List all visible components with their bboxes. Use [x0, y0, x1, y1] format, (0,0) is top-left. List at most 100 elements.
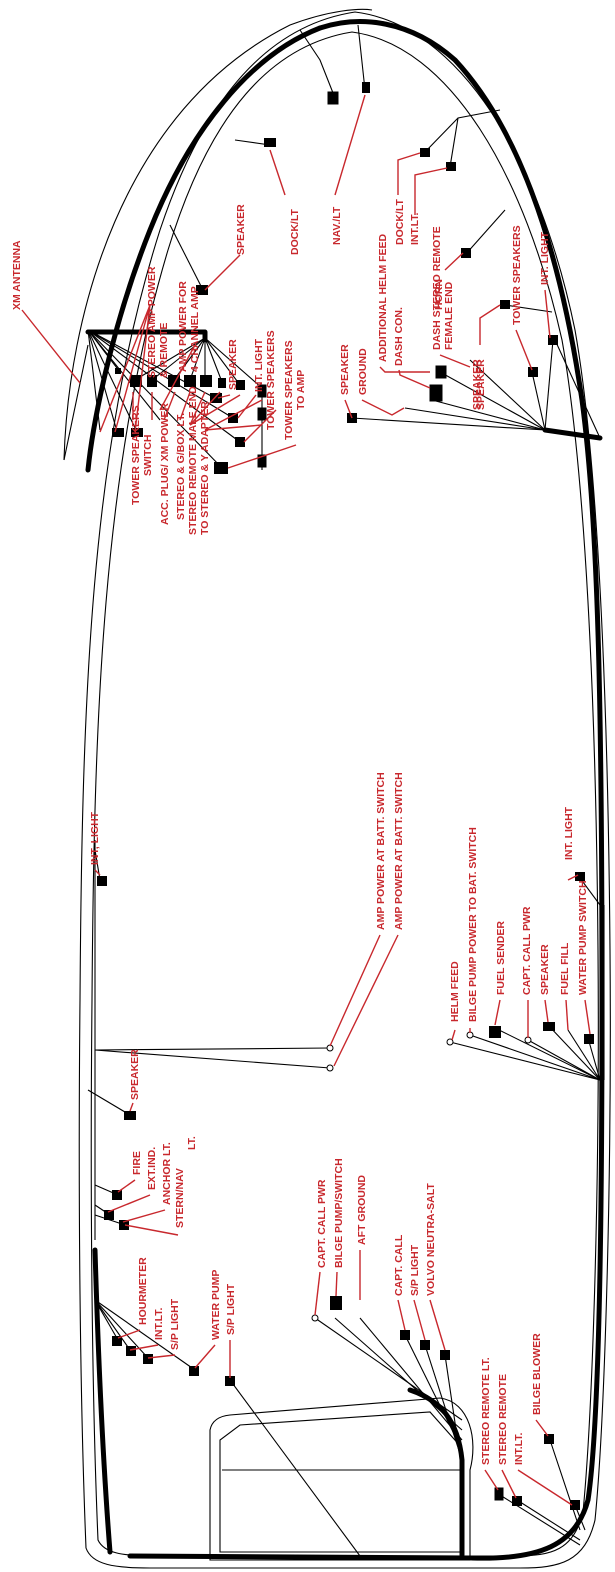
label-int-light: INT, LIGHT	[89, 811, 101, 865]
label-speaker: SPEAKER	[227, 339, 239, 390]
label-horn: HORN	[433, 279, 445, 310]
label-speaker: SPEAKER	[539, 944, 551, 995]
label-dash-stereo-remote: DASH STEREO REMOTE	[431, 226, 443, 350]
label-stereo-remote: STEREO REMOTE	[497, 1374, 509, 1465]
label-speaker: SPEAKER	[129, 1049, 141, 1100]
connector	[435, 365, 447, 379]
connector	[97, 876, 107, 886]
label-sp-light: S/P LIGHT	[409, 1244, 421, 1296]
label-xm-antenna: XM ANTENNA	[11, 240, 23, 310]
label-tower-speakers: TOWER SPEAKERS	[511, 225, 523, 325]
label-helm-feed: HELM FEED	[449, 961, 461, 1022]
label-capt-call: CAPT. CALL	[393, 1234, 405, 1296]
connector	[131, 428, 143, 437]
wires	[87, 24, 605, 1557]
connectors	[97, 82, 594, 1510]
label-tower-speakers-switch: TOWER SPEAKERS	[130, 405, 142, 505]
label-water-pump: WATER PUMP	[210, 1270, 222, 1340]
label-capt-call-pwr: CAPT. CALL PWR	[316, 1179, 328, 1268]
main-harness	[85, 19, 605, 1561]
connector	[184, 375, 196, 387]
label-speaker: SPEAKER	[339, 344, 351, 395]
label-bilge-blower: BILGE BLOWER	[531, 1333, 543, 1415]
connector	[124, 1111, 136, 1120]
label-volvo-neutra-salt: VOLVO NEUTRA-SALT	[425, 1183, 437, 1296]
connector	[446, 162, 456, 171]
label-fuel-sender: FUEL SENDER	[495, 921, 507, 995]
label-tower-speakers: TOWER SPEAKERS	[265, 330, 277, 430]
label-stereo-amp-power: STEREO AMP POWER	[146, 266, 158, 378]
label-anchor-lt: ANCHOR LT.	[161, 1142, 173, 1205]
label-hourmeter: HOURMETER	[137, 1257, 149, 1325]
connector	[543, 1022, 555, 1031]
connector	[119, 1220, 129, 1230]
label-switch: SWITCH	[142, 435, 154, 476]
connector	[548, 335, 558, 345]
connector	[115, 368, 121, 374]
label-water-pump-switch: WATER PUMP SWITCH	[577, 880, 589, 995]
connector	[420, 148, 430, 157]
connector	[489, 1026, 501, 1038]
label-capt-call-pwr: CAPT. CALL PWR	[521, 906, 533, 995]
connector	[575, 872, 585, 881]
connector	[257, 454, 267, 468]
connector	[512, 1496, 522, 1506]
connector	[126, 1346, 136, 1356]
label-ext-ind: EXT.IND.	[146, 1147, 158, 1190]
label-int-lt: INT.LT.	[409, 212, 421, 245]
label-int-light: INT. LIGHT	[253, 338, 265, 392]
connector	[143, 1354, 153, 1364]
label-stereo-remote-male: STEREO REMOTE MALE END	[187, 386, 199, 535]
label-int-lt: INT.LT.	[513, 1432, 525, 1465]
label-fuel-fill: FUEL FILL	[559, 942, 571, 995]
label-to-amp: TO AMP	[295, 370, 307, 410]
connector	[440, 1350, 450, 1360]
connector	[147, 375, 157, 387]
label-bilge-pump-power: BILGE PUMP POWER TO BAT. SWITCH	[467, 827, 479, 1022]
label-ground: GROUND	[357, 348, 369, 395]
connector	[500, 300, 510, 309]
label-aft-ground: AFT GROUND	[356, 1175, 368, 1245]
label-amp-power-batt: AMP POWER AT BATT. SWITCH	[375, 772, 387, 930]
connector	[362, 82, 370, 93]
connector	[228, 413, 238, 423]
connector	[257, 407, 267, 421]
connector	[327, 91, 339, 105]
leader-lines	[21, 94, 591, 1506]
connector	[104, 1210, 114, 1220]
label-int-lt: INT.LT.	[153, 1307, 165, 1340]
label-stern-nav-lt: LT.	[186, 1136, 198, 1150]
label-dock-lt: DOCK/LT	[289, 209, 301, 255]
connector	[225, 1376, 235, 1386]
connector	[544, 1434, 554, 1444]
connector	[236, 380, 245, 390]
connector	[400, 1330, 410, 1340]
connector	[461, 248, 471, 258]
label-fire: FIRE	[131, 1151, 143, 1175]
label-nav-lt: NAV./LT	[331, 206, 343, 245]
connector	[218, 378, 226, 388]
label-amp-power-batt: AMP POWER AT BATT. SWITCH	[393, 772, 405, 930]
label-sp-light: S/P LIGHT	[169, 1298, 181, 1350]
label-additional-helm-feed: ADDITIONAL HELM FEED	[377, 233, 389, 362]
label-stern-nav: STERN/NAV	[174, 1168, 186, 1228]
connector	[189, 1366, 199, 1376]
label-dock-lt: DOCK/LT	[394, 199, 406, 245]
label-bilge-pump-switch: BILGE PUMP/SWITCH	[333, 1158, 345, 1268]
connector	[210, 393, 222, 403]
label-to-stereo-y: TO STEREO & Y ADAPTER	[199, 401, 211, 535]
label-int-light: INT. LIGHT	[539, 231, 551, 285]
connector	[196, 285, 208, 295]
connector	[429, 384, 443, 402]
connector	[112, 428, 124, 437]
terminal	[446, 1038, 454, 1046]
connector	[420, 1340, 430, 1350]
connector	[235, 437, 245, 447]
terminal	[326, 1064, 334, 1072]
connector	[494, 1487, 504, 1501]
label-acc-plug: ACC. PLUG/ XM POWER	[159, 403, 171, 525]
connector	[130, 375, 142, 387]
connector	[528, 367, 538, 377]
label-stereo-gbox: STEREO & G/BOX LT.	[175, 413, 187, 520]
label-stereo-remote-lt: STEREO REMOTE LT.	[480, 1357, 492, 1465]
